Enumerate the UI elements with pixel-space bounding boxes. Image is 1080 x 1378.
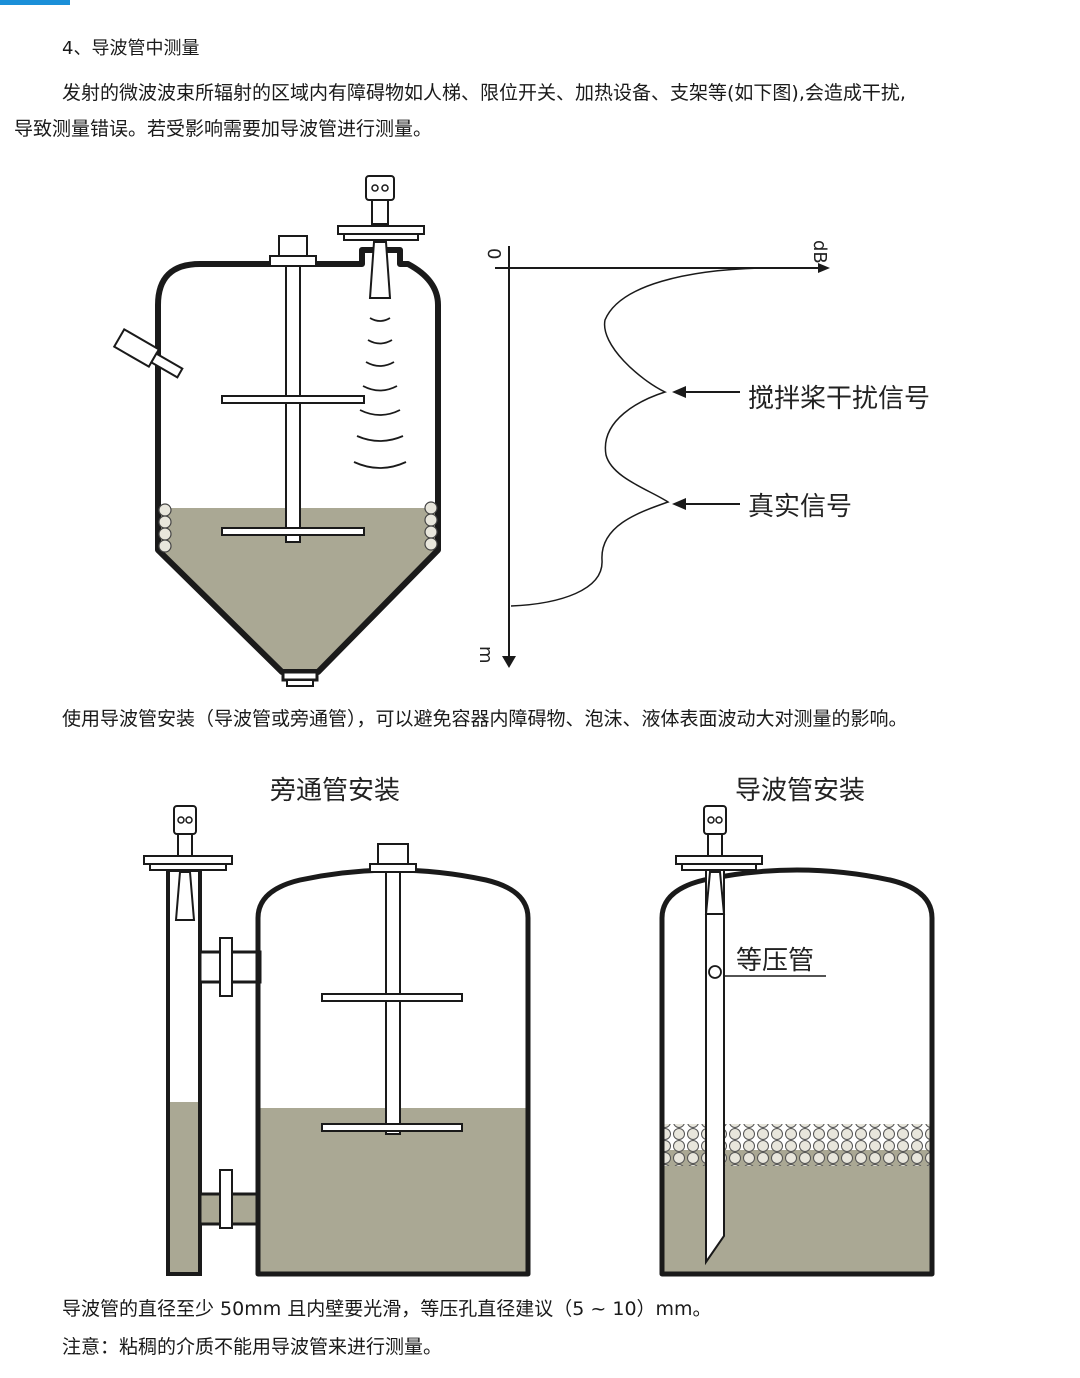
radar-waves: [353, 317, 407, 469]
wall-bubbles: [158, 501, 438, 553]
true-signal-label: 真实信号: [748, 492, 853, 522]
tank1-liquid: [158, 508, 438, 672]
interference-signal-label: 搅拌桨干扰信号: [748, 384, 931, 414]
graph-y-label: m: [475, 646, 496, 664]
paragraph-4: 导波管的直径至少 50mm 且内壁要光滑，等压孔直径建议（5 ~ 10）mm。: [62, 1298, 712, 1320]
graph-x-label: dB: [809, 240, 830, 264]
bypass-agitator-motor: [377, 843, 409, 867]
tank1-bottom-flange: [281, 670, 319, 682]
section-heading: 4、导波管中测量: [62, 38, 200, 59]
equalizer-hole: [708, 965, 722, 979]
agitator-blade-lower: [221, 527, 365, 536]
graph-origin-label: 0: [483, 248, 504, 259]
side-nozzle: [112, 327, 184, 379]
agitator-motor: [278, 235, 308, 257]
equalizer-pipe-label: 等压管: [736, 946, 815, 976]
bypass-agitator-shaft: [385, 871, 401, 1135]
bypass-install-title: 旁通管安装: [270, 776, 401, 806]
figure2-bypass: [143, 805, 531, 1277]
guide-tank-outline: [659, 867, 935, 1277]
paragraph-1: 发射的微波波束所辐射的区域内有障碍物如人梯、限位开关、加热设备、支架等(如下图)…: [62, 82, 906, 104]
paragraph-2: 导致测量错误。若受影响需要加导波管进行测量。: [14, 118, 433, 140]
signal-curve: [510, 267, 761, 607]
top-accent-bar: [0, 0, 70, 5]
guide-pipe: [705, 869, 725, 1266]
figure2-guide-pipe: [659, 805, 935, 1277]
figure1-tank: [112, 175, 441, 687]
bypass-radar-sensor: [143, 805, 233, 921]
foam-layer: [662, 1124, 932, 1166]
agitator-blade-upper: [221, 395, 365, 404]
radar-sensor: [337, 175, 425, 299]
tank1-outline: [155, 247, 441, 675]
guide-radar-sensor: [675, 805, 763, 915]
signal-graph: 0 dB m: [475, 240, 830, 668]
paragraph-5: 注意：粘稠的介质不能用导波管来进行测量。: [62, 1336, 443, 1358]
paragraph-3: 使用导波管安装（导波管或旁通管），可以避免容器内障碍物、泡沫、液体表面波动大对测…: [62, 708, 908, 730]
guide-install-title: 导波管安装: [735, 776, 866, 806]
